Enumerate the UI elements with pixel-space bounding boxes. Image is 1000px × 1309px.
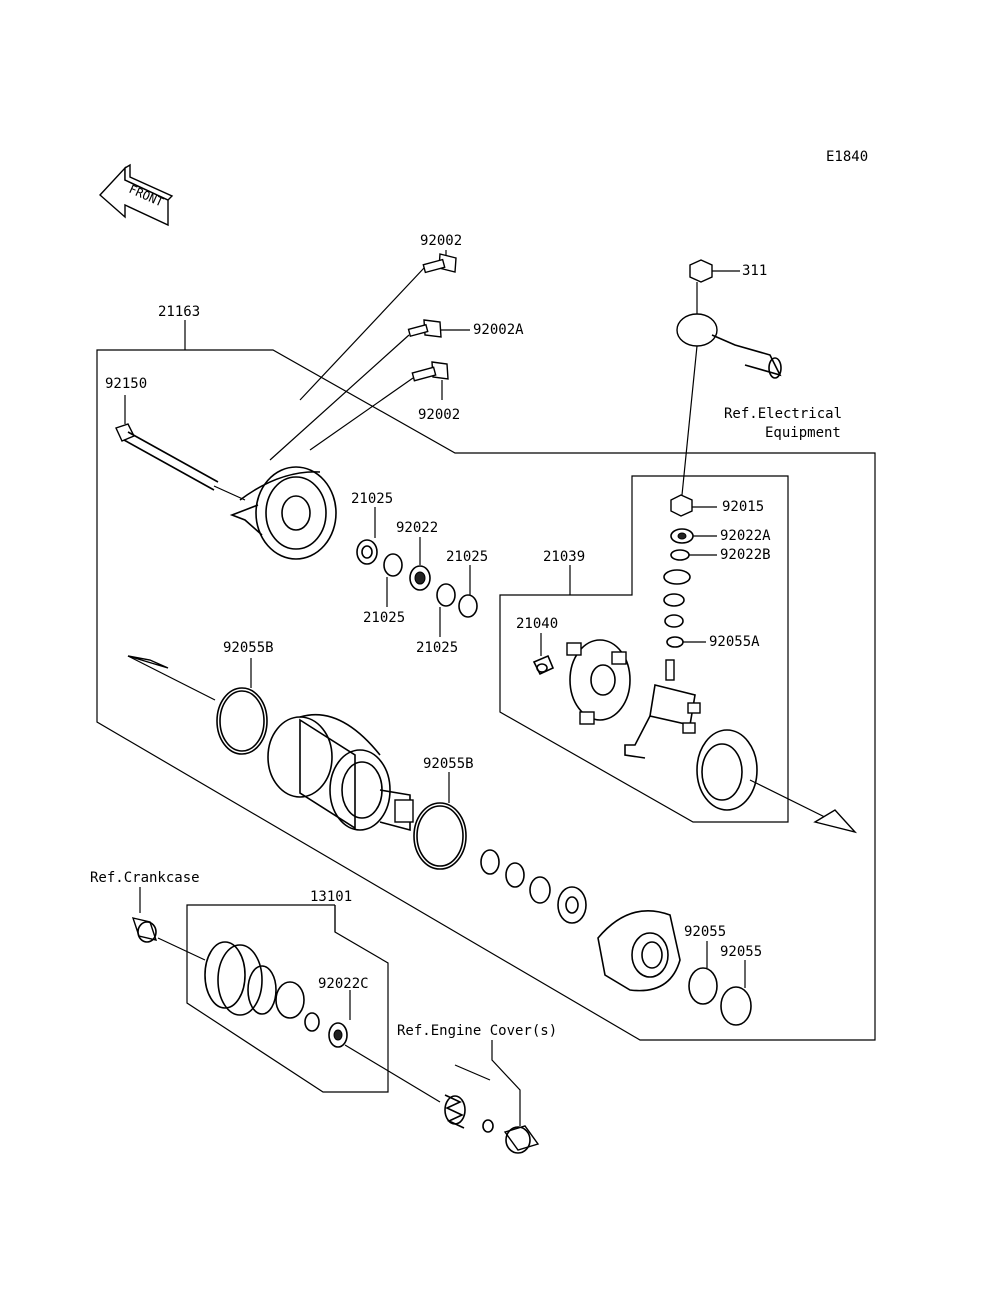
- crankcase-bushing: [131, 887, 206, 961]
- label-92002-top: 92002: [420, 233, 462, 249]
- washer-21025-a: [356, 507, 378, 565]
- brush-plate-21039: [566, 639, 631, 725]
- bolt-92002-top: [422, 250, 457, 274]
- washer-small-2: [664, 614, 684, 628]
- rear-housing-cover: [229, 466, 337, 560]
- label-ref-electrical-2: Equipment: [765, 425, 841, 441]
- label-21163: 21163: [158, 304, 200, 320]
- label-92055A: 92055A: [709, 634, 760, 650]
- o-ring-92055A: [666, 636, 706, 648]
- spring: [444, 1094, 466, 1129]
- assembly-outline-21039: [499, 475, 789, 823]
- washer-92022A: [670, 528, 717, 544]
- long-bolt-92150: [115, 395, 246, 501]
- label-ref-engine-cover: Ref.Engine Cover(s): [397, 1023, 557, 1039]
- label-92015: 92015: [722, 499, 764, 515]
- label-ref-electrical-1: Ref.Electrical: [724, 406, 842, 422]
- label-92022A: 92022A: [720, 528, 771, 544]
- label-92002A: 92002A: [473, 322, 524, 338]
- label-92022C: 92022C: [318, 976, 369, 992]
- label-21025-a: 21025: [351, 491, 393, 507]
- washer-92022C: [328, 990, 441, 1103]
- o-ring-92055B-right: [413, 772, 467, 870]
- assembly-outline-21163: [96, 349, 876, 1041]
- engine-cover-bushing: [503, 1125, 540, 1154]
- label-92055-b: 92055: [720, 944, 762, 960]
- diagram-code: E1840: [826, 149, 868, 165]
- washer-front-3: [529, 876, 551, 904]
- washer-21025-d: [458, 565, 478, 618]
- label-92150: 92150: [105, 376, 147, 392]
- nut-92015: [670, 494, 717, 517]
- washer-92022B: [670, 549, 717, 561]
- label-ref-crankcase: Ref.Crankcase: [90, 870, 200, 886]
- label-92055B-right: 92055B: [423, 756, 474, 772]
- washer-92022: [409, 537, 431, 591]
- washer-front-1: [480, 849, 500, 875]
- label-92022B: 92022B: [720, 547, 771, 563]
- label-21025-c: 21025: [416, 640, 458, 656]
- o-ring-92055B-left: [216, 658, 268, 755]
- o-ring-92055-b: [720, 960, 752, 1026]
- washer-21025-c: [436, 583, 456, 637]
- label-21040: 21040: [516, 616, 558, 632]
- terminal-bracket: [624, 659, 701, 759]
- label-92022: 92022: [396, 520, 438, 536]
- front-arrow-icon: FRONT: [98, 163, 174, 227]
- washer-small-1: [663, 593, 685, 607]
- nut-311: [689, 259, 740, 283]
- terminal-cable: [676, 282, 782, 496]
- starter-clutch-13101: [204, 905, 336, 1032]
- label-21025-b: 21025: [363, 610, 405, 626]
- label-92055-a: 92055: [684, 924, 726, 940]
- label-92002-low: 92002: [418, 407, 460, 423]
- brush-21040: [532, 633, 555, 676]
- washer-21025-b: [383, 553, 403, 607]
- yoke-armature: [267, 713, 414, 832]
- label-13101: 13101: [310, 889, 352, 905]
- label-311: 311: [742, 263, 767, 279]
- assembly-outline-13101: [186, 904, 389, 1093]
- label-21039: 21039: [543, 549, 585, 565]
- bolt-92002A: [407, 319, 470, 338]
- small-washer: [482, 1119, 494, 1133]
- label-21025-d: 21025: [446, 549, 488, 565]
- label-92055B-left: 92055B: [223, 640, 274, 656]
- front-cover: [597, 909, 681, 992]
- washer-front-2: [505, 862, 525, 888]
- bolt-92002-low: [411, 361, 449, 400]
- washer-large: [663, 569, 691, 585]
- yoke-end-cover: [696, 729, 858, 834]
- o-ring-92055-a: [688, 941, 718, 1005]
- front-bracket: [557, 886, 587, 924]
